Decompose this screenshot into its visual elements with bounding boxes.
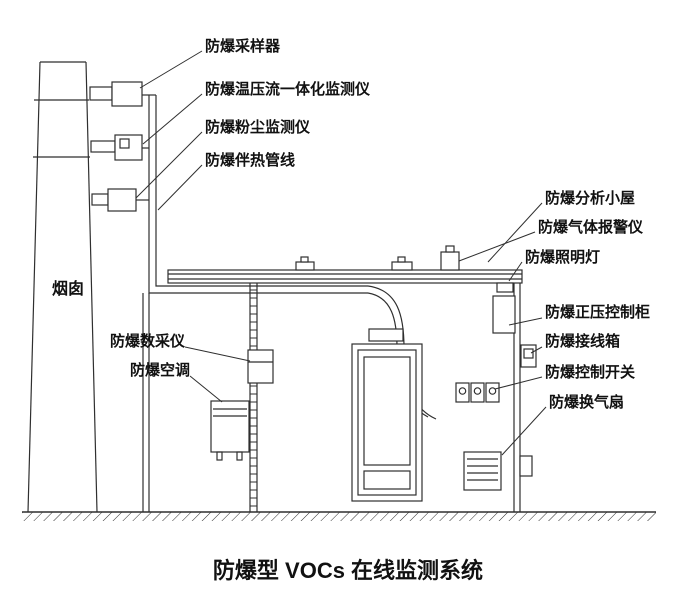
label-ventilation-fan: 防爆换气扇 <box>549 393 624 411</box>
shelter-door <box>351 328 423 502</box>
diagram-title: 防爆型 VOCs 在线监测系统 <box>213 558 483 583</box>
label-temp-pressure-flow-monitor: 防爆温压流一体化监测仪 <box>205 80 371 98</box>
label-dust-monitor: 防爆粉尘监测仪 <box>205 118 311 136</box>
label-gas-alarm: 防爆气体报警仪 <box>538 218 644 236</box>
sampler-device <box>89 81 143 107</box>
air-conditioner-device <box>210 400 250 461</box>
chimney <box>27 61 98 513</box>
leader-dust-monitor <box>135 131 203 199</box>
leader-positive-pressure-cabinet <box>508 317 543 326</box>
label-analysis-shelter: 防爆分析小屋 <box>545 189 635 207</box>
data-logger-device <box>247 349 274 384</box>
positive-pressure-cabinet-device <box>492 295 516 334</box>
control-switch-device <box>455 382 500 403</box>
leader-ventilation-fan <box>501 406 547 456</box>
label-chimney: 烟囱 <box>52 279 84 298</box>
ventilation-fan-device <box>463 451 533 491</box>
junction-box-device <box>520 344 537 368</box>
dust-monitor-device <box>91 188 137 212</box>
leader-data-logger <box>184 346 251 362</box>
label-sampler: 防爆采样器 <box>205 37 281 55</box>
leader-lines <box>135 50 547 456</box>
label-air-conditioner: 防爆空调 <box>130 361 190 379</box>
leader-control-switch <box>494 376 543 390</box>
leader-junction-box <box>530 346 543 354</box>
leader-temp-pressure-flow <box>142 93 203 145</box>
label-explosion-proof-light: 防爆照明灯 <box>525 248 600 266</box>
label-positive-pressure-cabinet: 防爆正压控制柜 <box>545 303 650 321</box>
shelter-roof <box>167 256 523 284</box>
temp-pressure-flow-device <box>90 134 143 161</box>
ground <box>22 511 656 521</box>
leader-air-conditioner <box>189 375 223 403</box>
leader-heat-traced-line <box>157 164 203 211</box>
light-device <box>496 282 514 293</box>
label-control-switch: 防爆控制开关 <box>545 363 635 381</box>
label-junction-box: 防爆接线箱 <box>545 332 620 350</box>
leader-light <box>508 261 523 282</box>
leader-sampler <box>139 50 203 89</box>
gas-alarm-device <box>440 245 460 271</box>
leader-gas-alarm <box>458 231 536 262</box>
leader-analysis-shelter <box>487 202 543 263</box>
label-data-acquisition: 防爆数采仪 <box>110 332 186 350</box>
label-heat-traced-line: 防爆伴热管线 <box>205 151 295 169</box>
